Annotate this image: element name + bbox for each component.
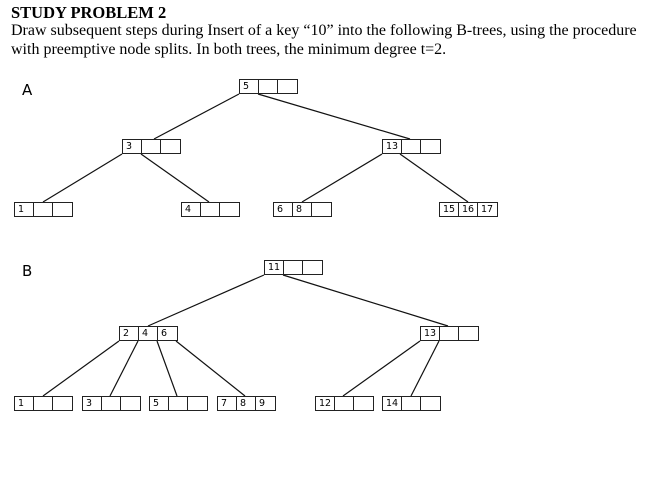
key-cell (188, 397, 207, 410)
key-cell (354, 397, 373, 410)
key-cell (53, 397, 72, 410)
key-cell: 6 (161, 328, 168, 339)
tree-b-leaf-2: 3 (82, 396, 141, 411)
key-cell: 11 (265, 261, 284, 274)
key-cell: 12 (316, 397, 335, 410)
edge-b-left-leaf1 (42, 340, 120, 397)
tree-a-leaf-3: 6 8 (273, 202, 332, 217)
key-cell: 4 (139, 327, 158, 340)
problem-description: Draw subsequent steps during Insert of a… (11, 22, 637, 58)
key-cell: 13 (421, 327, 440, 340)
key-cell (421, 140, 440, 153)
key-cell: 14 (383, 397, 402, 410)
tree-a-root-node: 5 (239, 79, 298, 94)
key-cell (335, 397, 354, 410)
edge-a-left-leaf2 (140, 153, 210, 203)
edge-b-right-leaf6 (410, 340, 440, 397)
edge-a-root-left (153, 93, 240, 140)
key-cell (102, 397, 121, 410)
edge-b-left-leaf4 (175, 340, 246, 397)
edge-a-right-leaf3 (301, 153, 383, 203)
edge-b-left-leaf2 (109, 340, 139, 397)
key-cell (34, 397, 53, 410)
key-cell (201, 203, 220, 216)
key-cell: 8 (293, 203, 312, 216)
key-cell (402, 397, 421, 410)
edge-b-root-left (147, 274, 265, 327)
tree-b-right-node: 13 (420, 326, 479, 341)
key-cell: 5 (240, 80, 259, 93)
tree-a-label: A (22, 81, 33, 99)
key-cell (34, 203, 53, 216)
key-cell (312, 203, 331, 216)
key-cell (284, 261, 303, 274)
tree-b-leaf-4: 7 8 9 (217, 396, 276, 411)
tree-b-leaf-1: 1 (14, 396, 73, 411)
tree-b-left-node: 2 4 6 (119, 326, 178, 341)
key-cell: 5 (150, 397, 169, 410)
key-cell (402, 140, 421, 153)
key-cell (121, 397, 140, 410)
edge-b-left-leaf3 (156, 340, 178, 397)
edge-b-root-right (282, 274, 449, 327)
key-cell (440, 327, 459, 340)
key-cell (142, 140, 161, 153)
tree-b-root-node: 11 (264, 260, 323, 275)
tree-b-label: B (22, 262, 33, 280)
key-cell: 2 (120, 327, 139, 340)
key-cell (421, 397, 440, 410)
key-cell: 6 (274, 203, 293, 216)
tree-a-leaf-1: 1 (14, 202, 73, 217)
key-cell (303, 261, 322, 274)
key-cell (278, 80, 297, 93)
key-cell (53, 203, 72, 216)
tree-b-leaf-3: 5 (149, 396, 208, 411)
key-cell (220, 203, 239, 216)
tree-a-left-node: 3 (122, 139, 181, 154)
key-cell: 1 (15, 397, 34, 410)
edge-a-left-leaf1 (42, 153, 123, 203)
key-cell: 13 (383, 140, 402, 153)
key-cell: 17 (481, 204, 494, 215)
tree-b-leaf-6: 14 (382, 396, 441, 411)
edge-a-right-leaf4 (399, 153, 469, 203)
key-cell (169, 397, 188, 410)
key-cell: 4 (182, 203, 201, 216)
edge-a-root-right (257, 93, 411, 140)
key-cell: 15 (440, 203, 459, 216)
key-cell: 3 (83, 397, 102, 410)
key-cell: 3 (123, 140, 142, 153)
key-cell: 1 (15, 203, 34, 216)
tree-b-leaf-5: 12 (315, 396, 374, 411)
key-cell: 16 (459, 203, 478, 216)
key-cell: 7 (218, 397, 237, 410)
tree-a-leaf-2: 4 (181, 202, 240, 217)
key-cell: 8 (237, 397, 256, 410)
problem-heading: STUDY PROBLEM 2 (11, 3, 167, 22)
key-cell (259, 80, 278, 93)
key-cell: 9 (259, 398, 266, 409)
key-cell (459, 327, 478, 340)
edge-b-right-leaf5 (342, 340, 421, 397)
key-cell (161, 140, 180, 153)
tree-a-leaf-4: 15 16 17 (439, 202, 498, 217)
tree-a-right-node: 13 (382, 139, 441, 154)
